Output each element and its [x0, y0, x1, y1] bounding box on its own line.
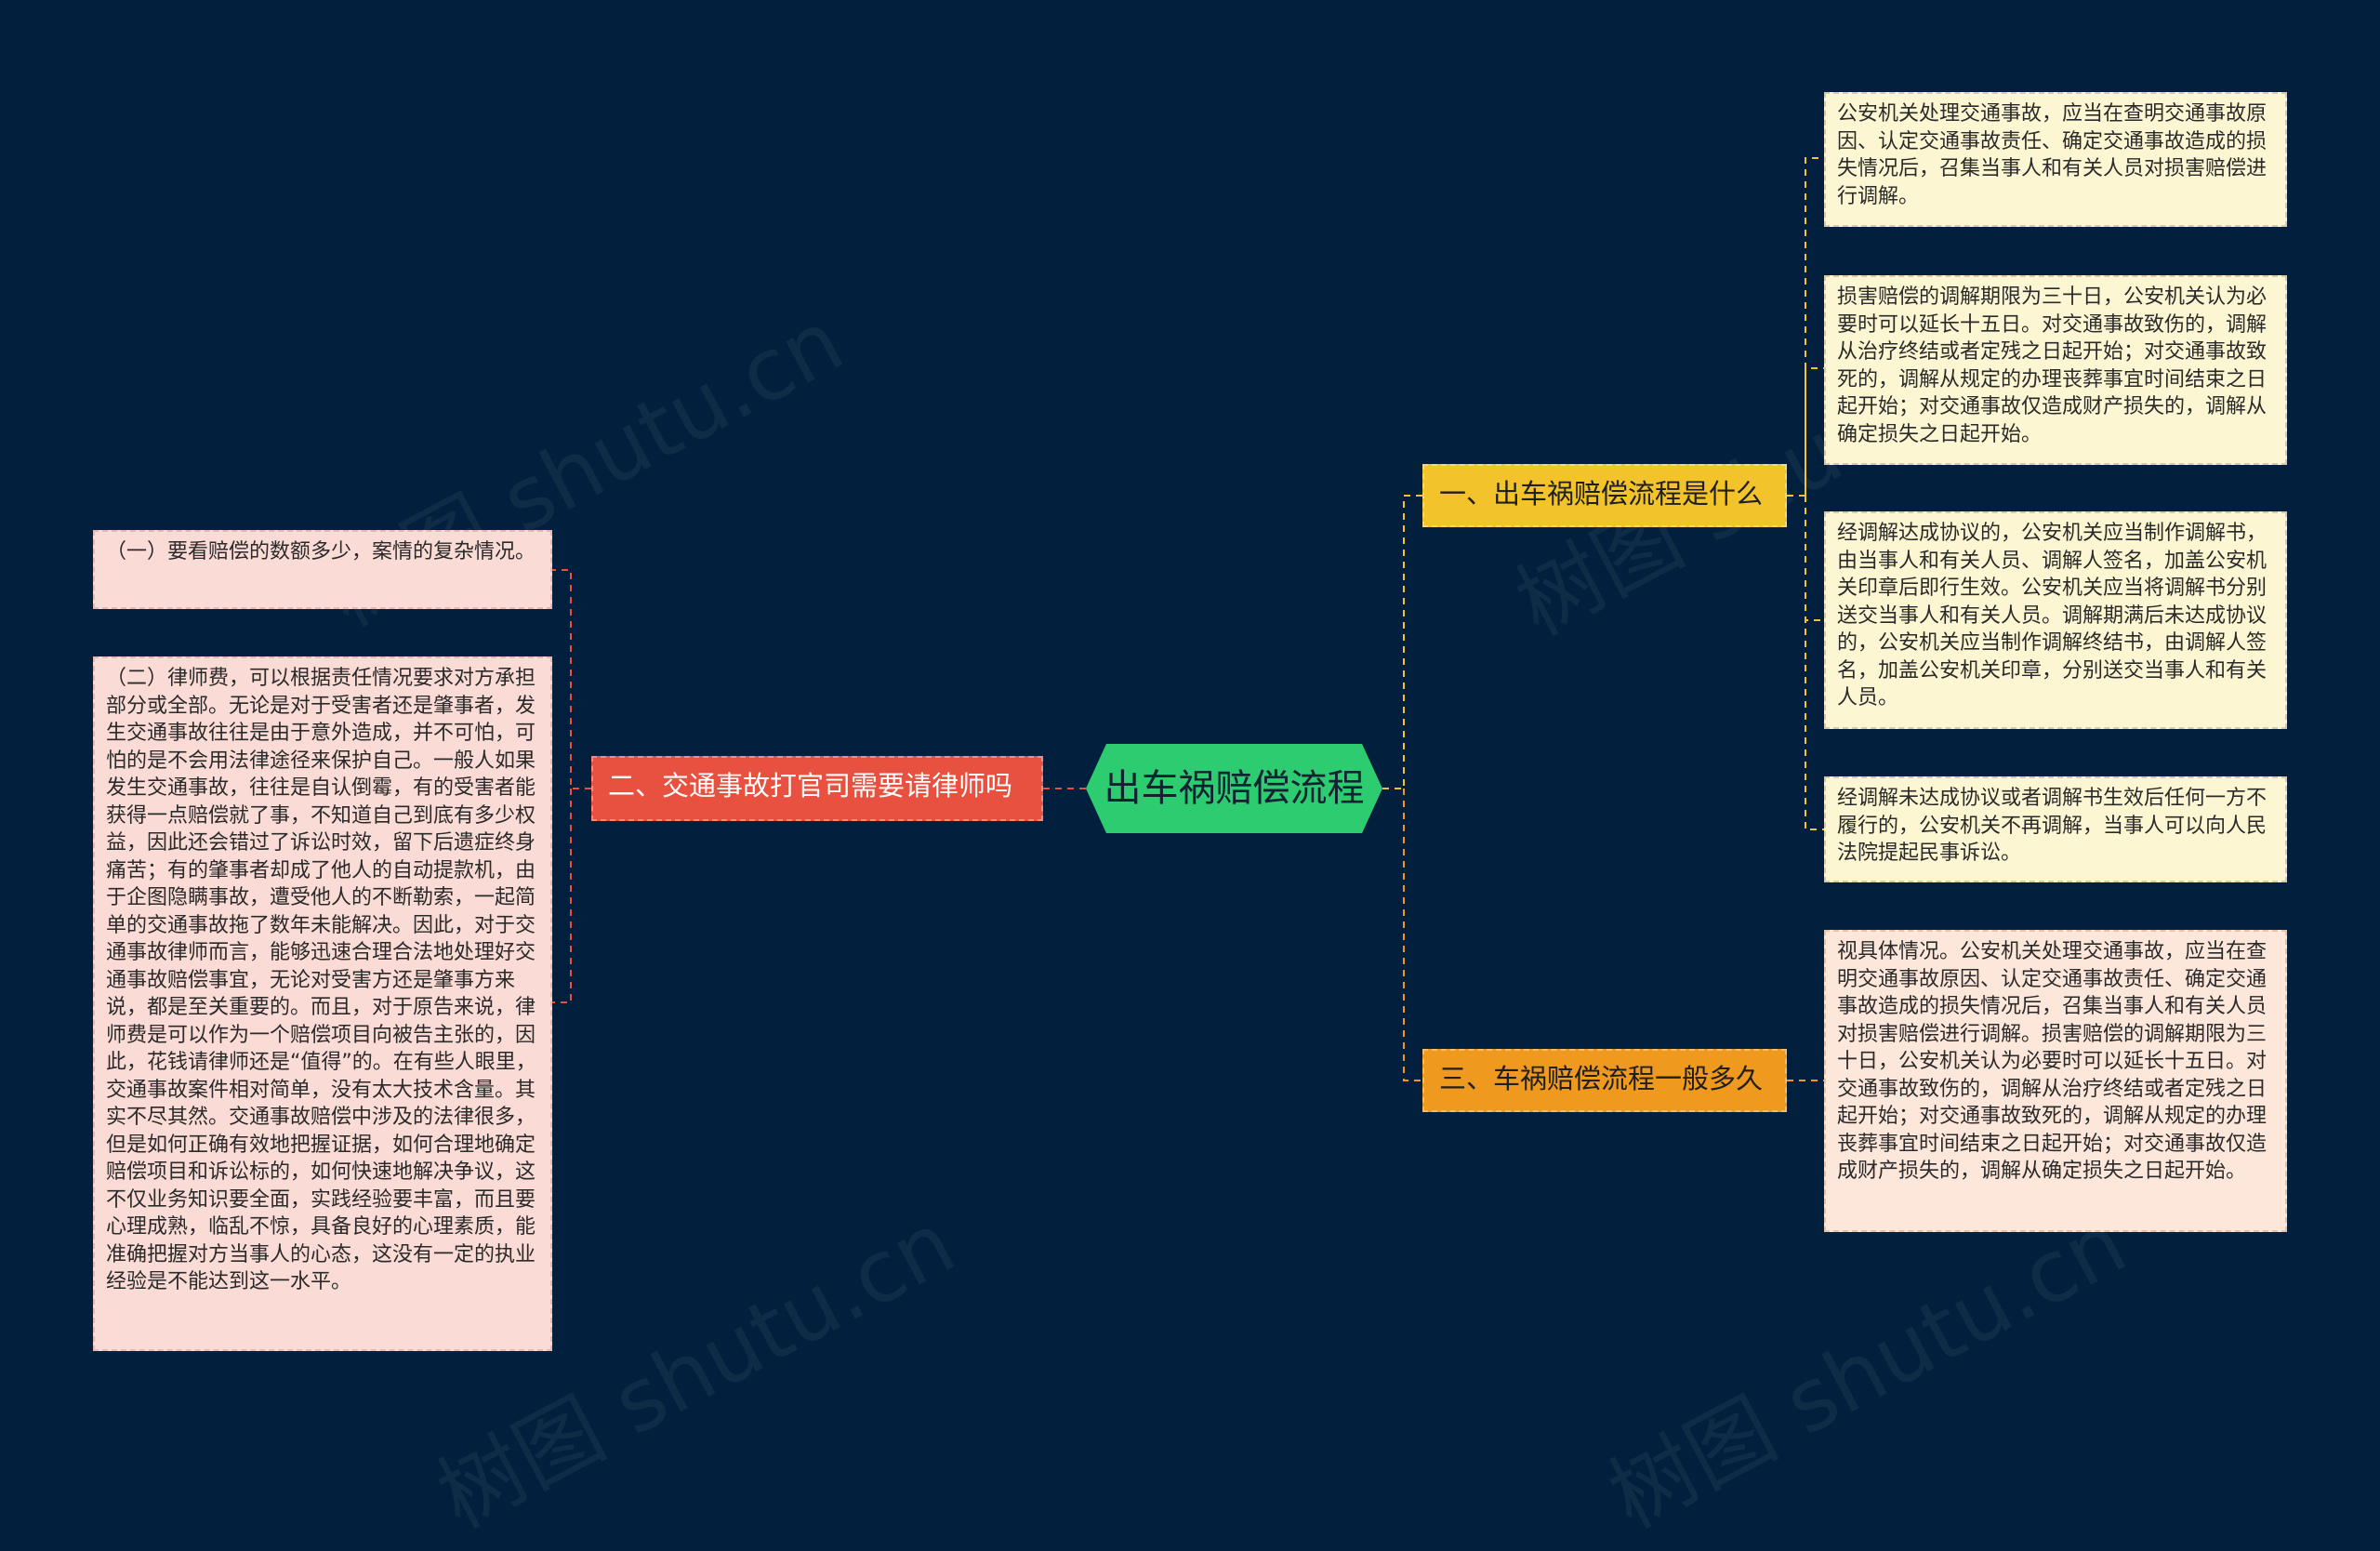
leaf-mediation-period: 损害赔偿的调解期限为三十日，公安机关认为必要时可以延长十五日。对交通事故致伤的，…	[1824, 275, 2287, 465]
leaf-compensation-amount: （一）要看赔偿的数额多少，案情的复杂情况。	[93, 530, 552, 609]
branch-flow-what[interactable]: 一、出车祸赔偿流程是什么	[1422, 464, 1787, 527]
leaf-civil-lawsuit: 经调解未达成协议或者调解书生效后任何一方不履行的，公安机关不再调解，当事人可以向…	[1824, 776, 2287, 882]
root-topic[interactable]: 出车祸赔偿流程	[1086, 744, 1382, 833]
leaf-mediation-intro: 公安机关处理交通事故，应当在查明交通事故原因、认定交通事故责任、确定交通事故造成…	[1824, 92, 2287, 227]
leaf-lawyer-fee: （二）律师费，可以根据责任情况要求对方承担部分或全部。无论是对于受害者还是肇事者…	[93, 656, 552, 1351]
leaf-mediation-agreement: 经调解达成协议的，公安机关应当制作调解书，由当事人和有关人员、调解人签名，加盖公…	[1824, 511, 2287, 729]
branch-need-lawyer[interactable]: 二、交通事故打官司需要请律师吗	[591, 756, 1043, 821]
branch-how-long[interactable]: 三、车祸赔偿流程一般多久	[1422, 1049, 1787, 1112]
leaf-duration-detail: 视具体情况。公安机关处理交通事故，应当在查明交通事故原因、认定交通事故责任、确定…	[1824, 930, 2287, 1232]
connector-lines	[552, 157, 1824, 1081]
